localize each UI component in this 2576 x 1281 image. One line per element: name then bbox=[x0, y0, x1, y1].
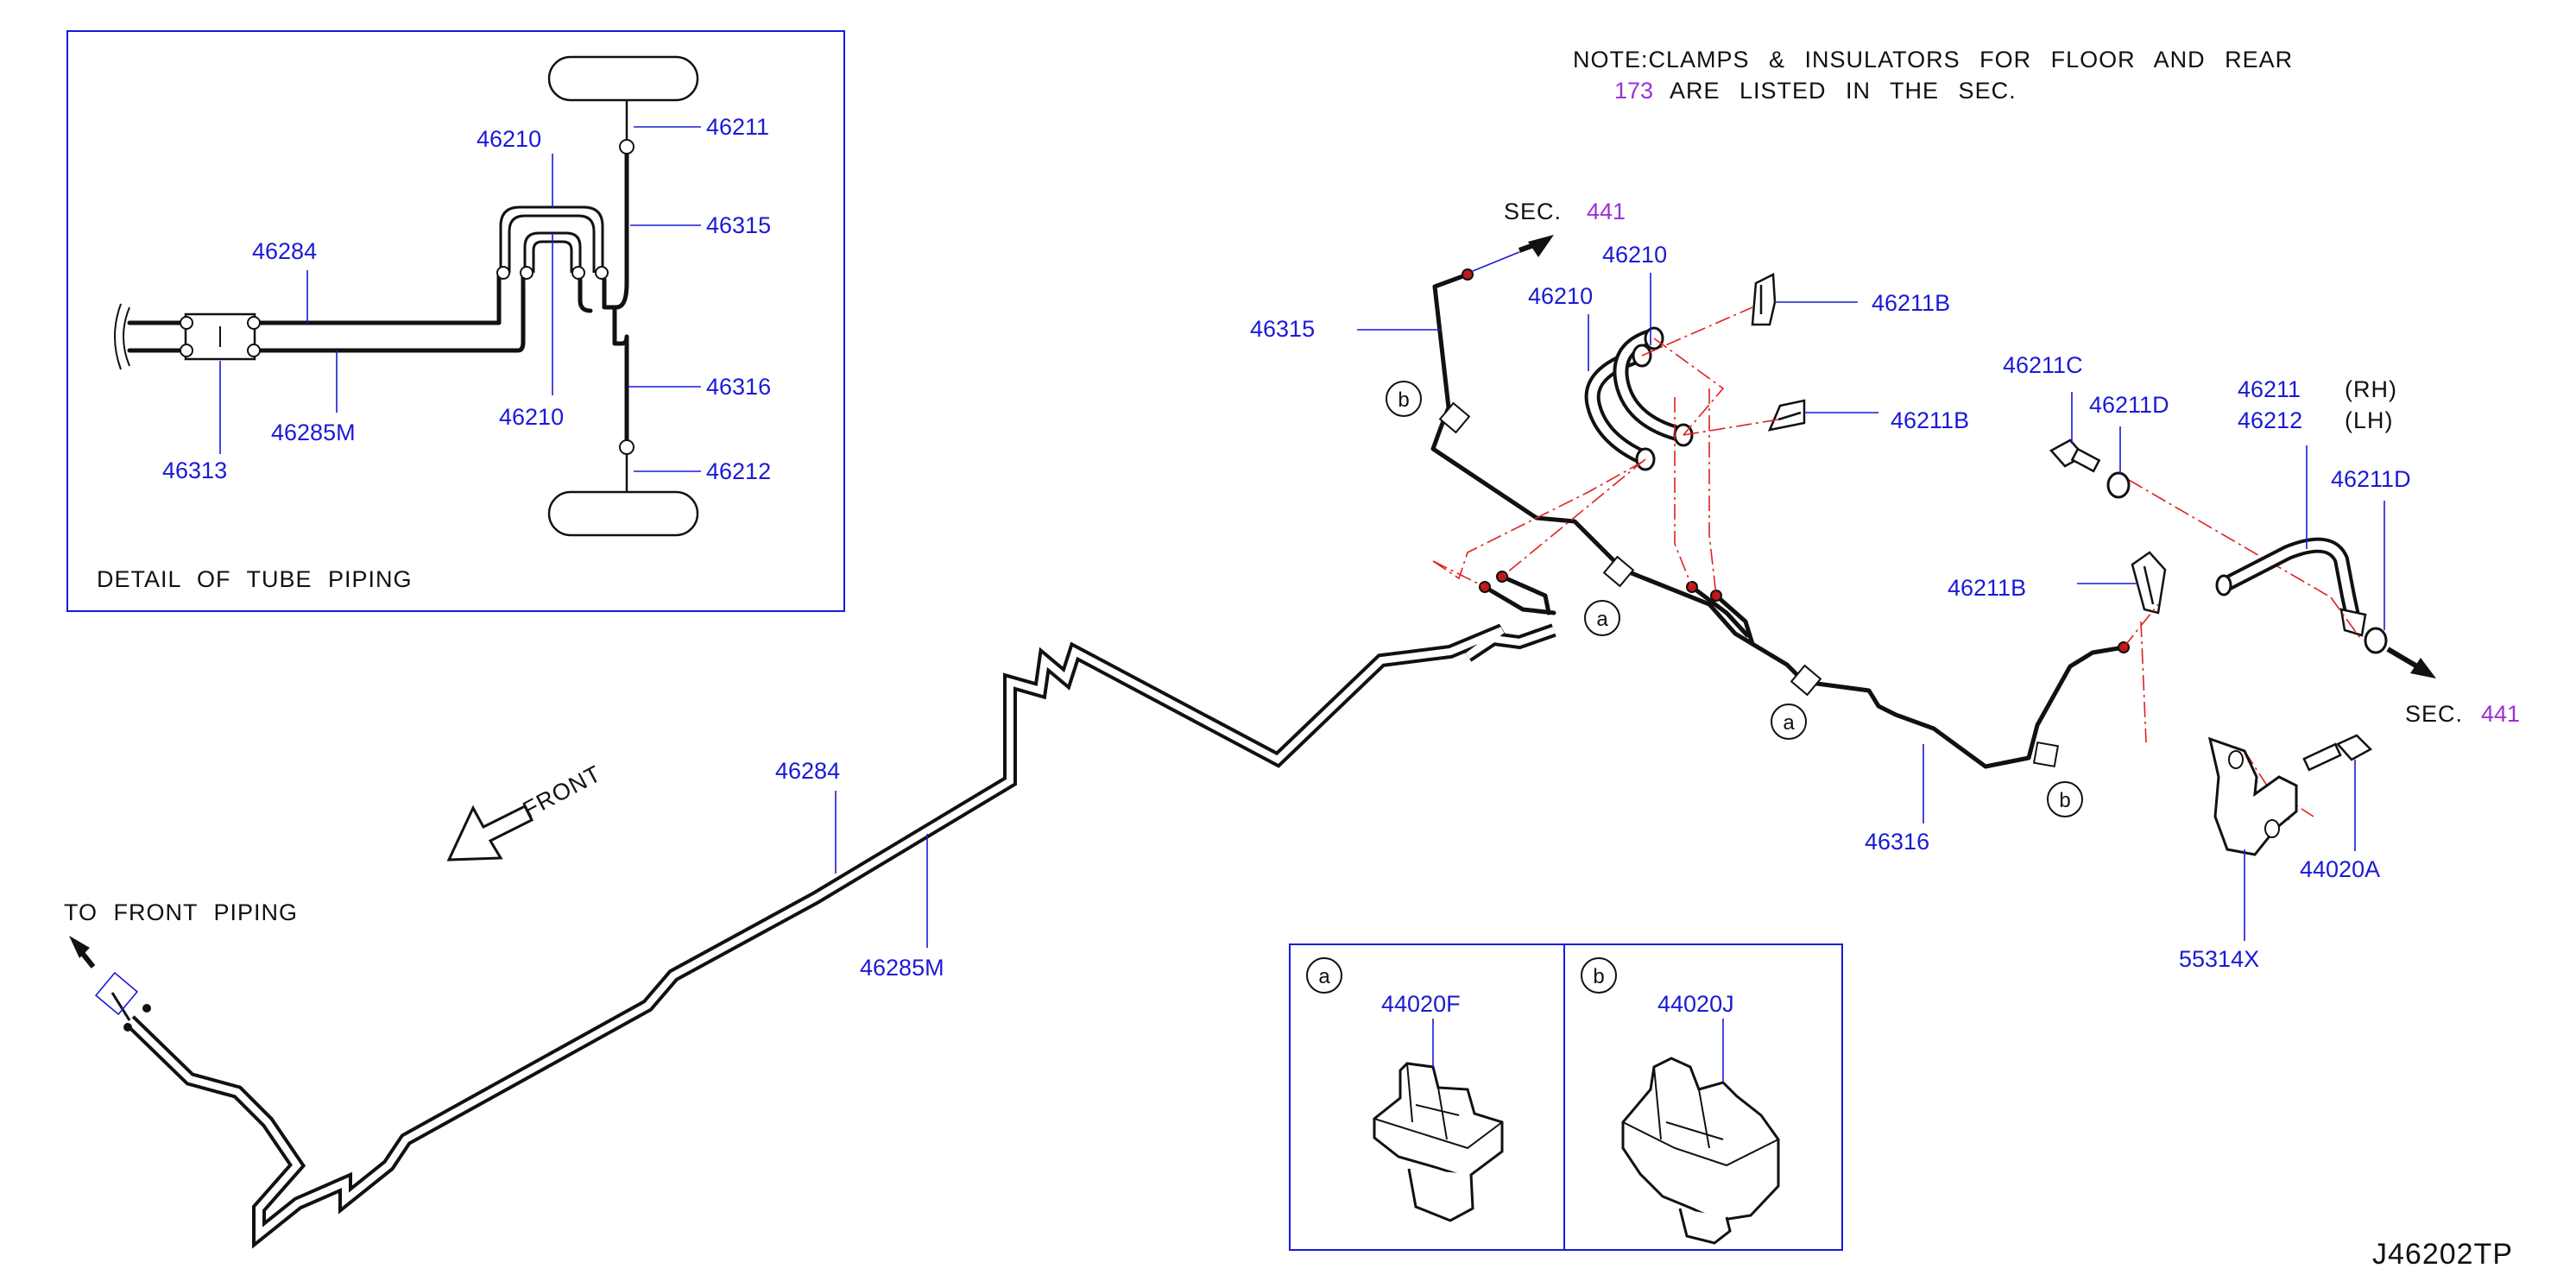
detail-label-46315: 46315 bbox=[706, 212, 771, 238]
detail-caption: DETAIL OF TUBE PIPING bbox=[97, 566, 413, 592]
main-label-46316: 46316 bbox=[1865, 829, 1929, 855]
bolt-44020a bbox=[2302, 734, 2373, 772]
main-label-46212: 46212 bbox=[2238, 407, 2302, 433]
detail-label-46211: 46211 bbox=[706, 114, 769, 140]
main-label-46315: 46315 bbox=[1250, 316, 1315, 342]
clamp-46211b-3 bbox=[2131, 551, 2167, 615]
main-label-rh: (RH) bbox=[2345, 376, 2397, 402]
main-label-46211b-3: 46211B bbox=[1948, 575, 2026, 601]
front-arrow-icon bbox=[446, 804, 534, 861]
detail-frame bbox=[66, 30, 845, 612]
clamp-46211b-1 bbox=[1751, 273, 1777, 326]
washer-46211d-1 bbox=[2106, 471, 2131, 499]
detail-label-46212: 46212 bbox=[706, 458, 771, 484]
detail-label-46285m: 46285M bbox=[271, 420, 356, 445]
note-line-2: ARE LISTED IN THE SEC. bbox=[1670, 78, 2017, 104]
front-direction-label: FRONT bbox=[519, 760, 606, 823]
clip-frame bbox=[1289, 943, 1843, 1251]
callout-b-2: b bbox=[2059, 789, 2070, 812]
sec-right-number: 441 bbox=[2481, 701, 2520, 727]
main-label-46210-b: 46210 bbox=[1528, 283, 1593, 309]
rear-tubes: b a a b bbox=[1250, 199, 2520, 972]
drawing-id: J46202TP bbox=[2372, 1238, 2513, 1271]
clamp-46211b-2 bbox=[1767, 399, 1806, 432]
note-block: NOTE:CLAMPS & INSULATORS FOR FLOOR AND R… bbox=[1573, 47, 2293, 104]
main-label-44020a: 44020A bbox=[2300, 856, 2380, 882]
bolt-46211c bbox=[2049, 439, 2101, 473]
main-tubes: TO FRONT PIPING FRONT 46284 46285M bbox=[64, 623, 1556, 1249]
main-label-46211b-1: 46211B bbox=[1872, 290, 1950, 316]
clip-a-part-number: 44020F bbox=[1381, 991, 1461, 1017]
main-label-46211b-2: 46211B bbox=[1891, 407, 1969, 433]
main-label-46210-a: 46210 bbox=[1602, 242, 1667, 268]
bracket-55314x bbox=[2207, 736, 2298, 856]
wheel-top-shape bbox=[547, 55, 699, 102]
to-front-piping: TO FRONT PIPING bbox=[64, 899, 298, 925]
main-label-lh: (LH) bbox=[2345, 407, 2394, 433]
callout-a-2: a bbox=[1783, 711, 1795, 735]
main-label-46211d-2: 46211D bbox=[2331, 466, 2411, 492]
main-label-46211c: 46211C bbox=[2003, 352, 2083, 378]
clip-44020j-shape bbox=[1621, 1057, 1780, 1245]
clip-a-letter: a bbox=[1318, 965, 1330, 988]
sec-top-prefix: SEC. bbox=[1504, 199, 1562, 224]
main-label-46285m: 46285M bbox=[860, 955, 944, 981]
main-label-55314x: 55314X bbox=[2179, 946, 2259, 972]
wheel-bottom-shape bbox=[547, 490, 699, 537]
detail-label-46284: 46284 bbox=[252, 238, 317, 264]
clip-b-letter: b bbox=[1593, 965, 1604, 988]
main-label-46211d-1: 46211D bbox=[2089, 392, 2169, 418]
sec-top-number: 441 bbox=[1587, 199, 1626, 224]
detail-label-46313: 46313 bbox=[162, 458, 227, 483]
clip-b-part-number: 44020J bbox=[1657, 991, 1734, 1017]
detail-label-46210-bottom: 46210 bbox=[499, 404, 564, 430]
main-label-46211: 46211 bbox=[2238, 376, 2301, 402]
sec-right-prefix: SEC. bbox=[2405, 701, 2463, 727]
callout-b-1: b bbox=[1398, 388, 1409, 412]
detail-label-46316: 46316 bbox=[706, 374, 771, 400]
clip-44020f-shape bbox=[1373, 1062, 1504, 1222]
clip-detail-box: a b 44020F 44020J bbox=[1289, 943, 1843, 1251]
callout-a-1: a bbox=[1596, 608, 1608, 631]
tube-46315-46316 bbox=[1430, 272, 2126, 769]
detail-of-tube-piping: 46210 46211 46315 46284 46316 46285M 462… bbox=[66, 30, 845, 612]
main-label-46284: 46284 bbox=[775, 758, 840, 784]
washer-46211d-2 bbox=[2364, 627, 2388, 654]
detail-label-46210-top: 46210 bbox=[477, 126, 541, 152]
note-sec-number: 173 bbox=[1614, 78, 1653, 104]
note-line-1: NOTE:CLAMPS & INSULATORS FOR FLOOR AND R… bbox=[1573, 47, 2293, 73]
